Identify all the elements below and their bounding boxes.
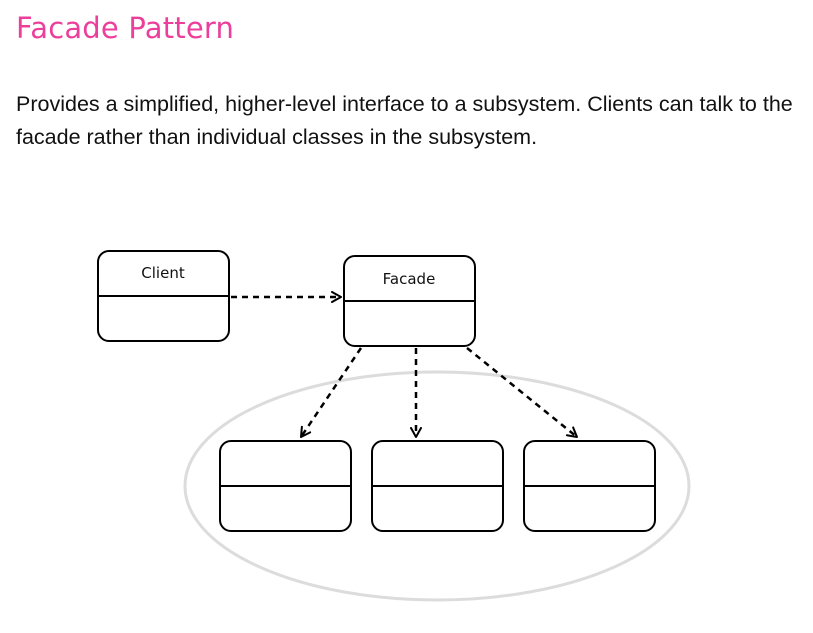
facade-to-subsystem-3-arrow [466,347,578,438]
page-title: Facade Pattern [16,11,235,45]
client-class-name: Client [141,264,185,282]
subsystem-class-2[interactable] [371,440,504,532]
facade-to-subsystem-1-arrow [299,347,363,438]
subsystem-boundary [183,370,691,602]
facade-class[interactable]: Facade [343,255,476,347]
subsystem-class-3[interactable] [523,440,656,532]
subsystem-class-1[interactable] [219,440,352,532]
page-description: Provides a simplified, higher-level inte… [16,92,793,149]
facade-class-name: Facade [383,270,436,288]
client-class[interactable]: Client [97,250,230,342]
